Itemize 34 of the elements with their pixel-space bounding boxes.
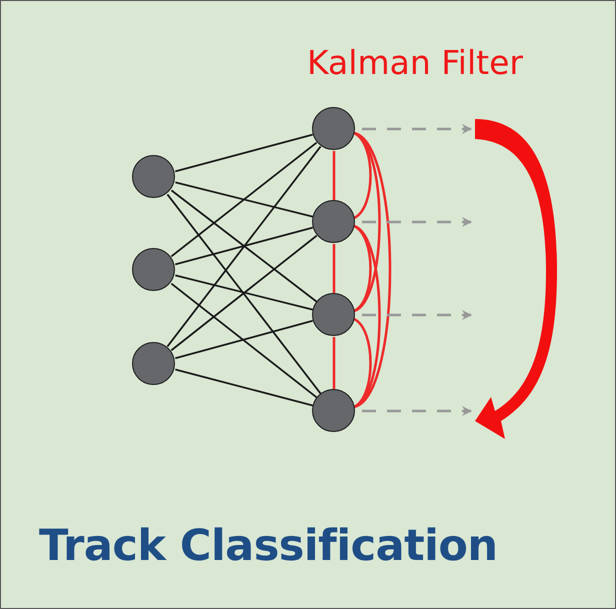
connector-line bbox=[332, 244, 336, 293]
neuron-circle bbox=[312, 293, 355, 336]
title: Track Classification bbox=[39, 521, 498, 571]
connector-line bbox=[353, 132, 381, 312]
connector-line bbox=[166, 146, 322, 348]
neuron-circle bbox=[312, 107, 355, 150]
neuron-circle bbox=[132, 248, 175, 291]
connector-line bbox=[175, 274, 313, 311]
connector-line bbox=[175, 226, 313, 266]
neuron-circle bbox=[132, 342, 175, 385]
connector-line bbox=[353, 132, 392, 408]
connector-line bbox=[353, 132, 372, 220]
connector-line bbox=[175, 134, 313, 172]
connector-line bbox=[175, 368, 313, 406]
connector-line bbox=[332, 337, 336, 389]
dashed-arrow bbox=[362, 406, 472, 416]
dashed-arrow bbox=[362, 124, 472, 134]
connector-line bbox=[170, 234, 318, 352]
connector-line bbox=[166, 194, 322, 394]
neuron-circle bbox=[312, 389, 355, 432]
filter-label: Kalman Filter bbox=[307, 43, 523, 82]
connector-line bbox=[170, 190, 318, 302]
neuron-circle bbox=[132, 155, 175, 198]
connector-line bbox=[170, 142, 318, 258]
connector-line bbox=[353, 318, 372, 408]
connector-line bbox=[175, 181, 313, 218]
dashed-arrow bbox=[362, 310, 472, 320]
neuron-circle bbox=[312, 200, 355, 243]
connector-line bbox=[332, 151, 336, 200]
connector-line bbox=[353, 224, 372, 312]
connector-line bbox=[353, 224, 381, 408]
connector-line bbox=[170, 282, 318, 398]
connector-line bbox=[175, 320, 313, 360]
dashed-arrow bbox=[362, 217, 472, 227]
